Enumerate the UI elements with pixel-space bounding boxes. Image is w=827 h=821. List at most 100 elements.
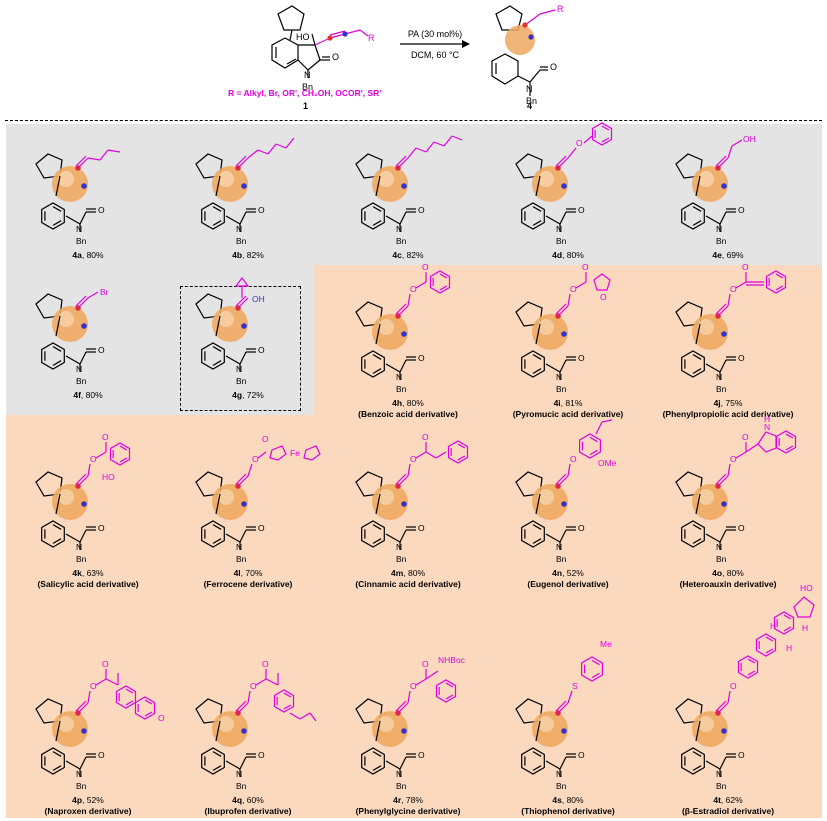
n-label: N (556, 372, 562, 382)
sub-bond (727, 293, 731, 307)
exo-bond (557, 305, 569, 317)
bond (545, 363, 561, 373)
compound-caption: 4a, 80% (8, 250, 168, 261)
exo-bond (397, 305, 409, 317)
bond (239, 351, 247, 365)
sub-s-label: S (572, 681, 578, 691)
benzene-ring (41, 747, 65, 775)
exo-bond (397, 702, 409, 714)
compound-id: 4m (390, 568, 404, 578)
compound-caption: 4f, 80% (8, 390, 168, 401)
compound-id-yield: 4g, 72% (168, 390, 328, 401)
bond (65, 215, 81, 225)
reaction-scheme-drawing: HO O N Bn R O N Bn R (271, 4, 564, 106)
compound-caption: 4d, 80% (488, 250, 648, 261)
sub-bond (267, 143, 277, 155)
sub-bond (731, 139, 743, 147)
bn-label: Bn (76, 376, 87, 386)
carbonyl-o-label: O (578, 523, 585, 533)
compound-id: 4f (73, 390, 81, 400)
compound-yield: , 82% (401, 250, 424, 260)
sphere-highlight (378, 171, 394, 187)
double-bond (532, 751, 542, 757)
pyrrolidine-ring (515, 301, 543, 327)
pyrrolidine-ring (35, 153, 63, 179)
sub-carbonyl-o: O (422, 659, 429, 669)
compound-yield: , 69% (721, 250, 744, 260)
r-group-definition: R = Alkyl, Br, OR', CH₂OH, OCOR', SR' (228, 88, 382, 98)
carbonyl-o-label: O (418, 750, 425, 760)
bond (385, 533, 401, 543)
bond (215, 315, 221, 337)
sub-carbonyl-o: O (422, 262, 429, 272)
compound-id-yield: 4o, 80% (648, 568, 808, 579)
double-bond (601, 125, 610, 131)
compound-caption: 4p, 52%(Naproxen derivative) (8, 795, 168, 817)
sub-o-label: O (410, 681, 417, 691)
double-bond (372, 206, 382, 212)
compound-id-yield: 4l, 70% (168, 568, 328, 579)
sub-o-label: O (570, 454, 577, 464)
sub-bond (583, 135, 593, 144)
exo-bond (557, 157, 569, 169)
sub-oh-label: OH (252, 294, 265, 304)
bond (225, 533, 241, 543)
exo-bond (77, 297, 89, 309)
pyrrolidine-ring (515, 471, 543, 497)
blue-dot (401, 501, 407, 507)
double-bond (532, 354, 542, 360)
compound-id: 4d (552, 250, 563, 260)
blue-dot (721, 728, 727, 734)
gray-panel-top (6, 124, 822, 265)
pyrrolidine-ring (675, 153, 703, 179)
double-bond (532, 206, 542, 212)
exo-bond (557, 702, 569, 714)
bond (215, 493, 221, 515)
bond (559, 756, 567, 770)
sphere-highlight (538, 716, 554, 732)
exo-bond (77, 157, 89, 169)
sub-bond (87, 291, 99, 299)
sphere-highlight (378, 716, 394, 732)
compound-derivative: (Pyromucic acid derivative) (512, 409, 624, 419)
benzene-ring (681, 350, 705, 378)
sub-bond (309, 712, 317, 722)
double-bond (601, 137, 610, 143)
blue-dot (721, 331, 727, 337)
start-bn-label: Bn (302, 82, 313, 92)
compound-caption: 4o, 80%(Heteroauxin derivative) (648, 568, 808, 590)
sub-bond (601, 419, 613, 423)
bn-label: Bn (716, 781, 727, 791)
compound-id: 4o (712, 568, 723, 578)
double-bond (372, 765, 382, 771)
sub-phenyl-ring (273, 689, 295, 713)
sub-o-label: O (250, 681, 257, 691)
sub-phenyl-ring (578, 433, 602, 459)
pyrrolidine-ring (515, 153, 543, 179)
compound-id: 4a (72, 250, 82, 260)
double-bond (532, 220, 542, 226)
sub-bond (255, 678, 267, 686)
bn-label: Bn (716, 384, 727, 394)
benzene-ring (41, 520, 65, 548)
sphere-highlight (218, 311, 234, 327)
double-bond (212, 346, 222, 352)
bond (695, 323, 701, 345)
sub-ome-o-label: O (158, 713, 165, 723)
double-bond (765, 636, 774, 642)
double-bond (52, 524, 62, 530)
start-material-number: 1 (303, 101, 309, 111)
double-bond (692, 765, 702, 771)
benzene-ring (681, 202, 705, 230)
compound-yield: , 72% (242, 390, 264, 400)
bond (215, 720, 221, 742)
compound-caption: 4n, 52%(Eugenol derivative) (488, 568, 648, 590)
sub-bond (567, 463, 571, 477)
bond (705, 760, 721, 770)
double-bond (747, 670, 756, 676)
